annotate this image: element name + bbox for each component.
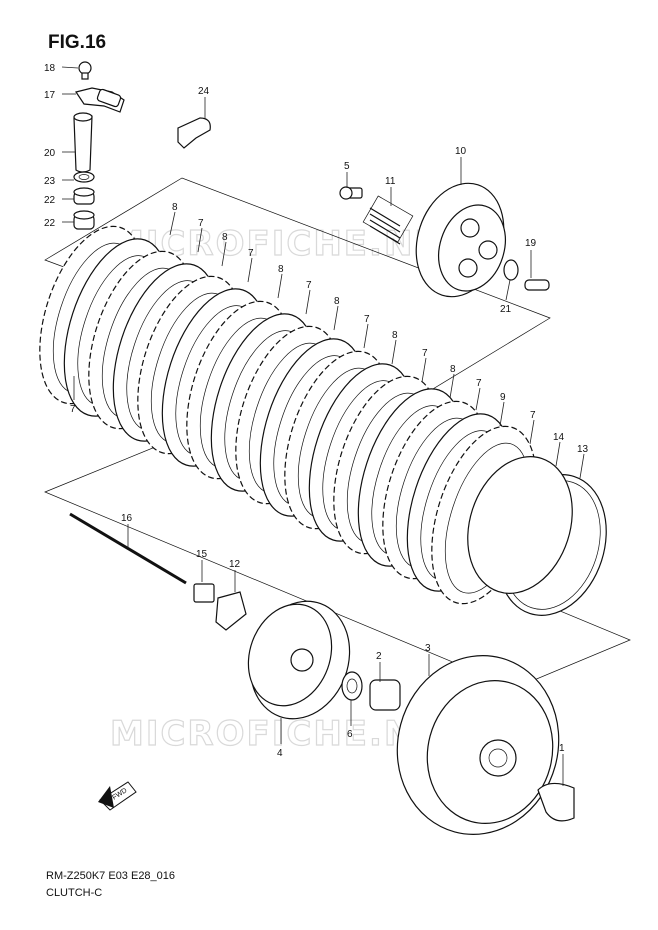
callout-7c: 7 — [306, 280, 312, 291]
callout-11: 11 — [385, 176, 396, 187]
release-lever-assembly — [73, 61, 125, 230]
callout-1: 1 — [559, 743, 565, 754]
nut-15 — [193, 583, 215, 603]
callout-7a: 7 — [198, 218, 204, 229]
callout-8c: 8 — [278, 264, 284, 275]
callout-13: 13 — [577, 444, 589, 455]
bearing-2 — [369, 679, 401, 711]
hub-frame — [44, 444, 631, 689]
callout-7g: 7 — [70, 404, 76, 415]
callout-21: 21 — [500, 304, 512, 315]
push-rod-16 — [69, 512, 187, 585]
fwd-arrow-icon: FWD — [98, 781, 137, 811]
diagram-subtitle: CLUTCH-C — [46, 887, 103, 899]
callout-2: 2 — [376, 651, 382, 662]
callout-8b: 8 — [222, 232, 228, 243]
callout-20: 20 — [44, 148, 56, 159]
callout-15: 15 — [196, 549, 208, 560]
callout-23: 23 — [44, 176, 56, 187]
sleeve-1 — [537, 782, 575, 822]
clutch-hub-4 — [247, 600, 351, 720]
callout-7f: 7 — [476, 378, 482, 389]
callout-17: 17 — [44, 90, 56, 101]
callout-8d: 8 — [334, 296, 340, 307]
figure-title: FIG.16 — [48, 32, 107, 53]
callout-9: 9 — [500, 392, 506, 403]
callout-14: 14 — [553, 432, 565, 443]
callout-7b: 7 — [248, 248, 254, 259]
callout-19: 19 — [525, 238, 537, 249]
callout-5: 5 — [344, 161, 350, 172]
callout-16: 16 — [121, 513, 133, 524]
pressure-plate-assembly — [339, 182, 550, 298]
callout-22b: 22 — [44, 218, 56, 229]
callout-7e: 7 — [422, 348, 428, 359]
washer-6 — [341, 671, 363, 701]
clutch-housing-3 — [396, 655, 560, 835]
clip-part-24 — [177, 117, 211, 149]
diagram-code: RM-Z250K7 E03 E28_016 — [46, 870, 176, 882]
plate-stack — [39, 225, 537, 605]
callout-10: 10 — [455, 146, 467, 157]
callout-22a: 22 — [44, 195, 56, 206]
callout-8e: 8 — [392, 330, 398, 341]
washer-12 — [215, 591, 247, 631]
callout-7h: 7 — [530, 410, 536, 421]
callout-8a: 8 — [172, 202, 178, 213]
callout-24: 24 — [198, 86, 210, 97]
callout-7d: 7 — [364, 314, 370, 325]
callout-6: 6 — [347, 729, 353, 740]
callout-8f: 8 — [450, 364, 456, 375]
callout-4: 4 — [277, 748, 283, 759]
callout-12: 12 — [229, 559, 241, 570]
callout-18: 18 — [44, 63, 56, 74]
ring-part-14 — [467, 456, 573, 594]
callout-3: 3 — [425, 643, 431, 654]
